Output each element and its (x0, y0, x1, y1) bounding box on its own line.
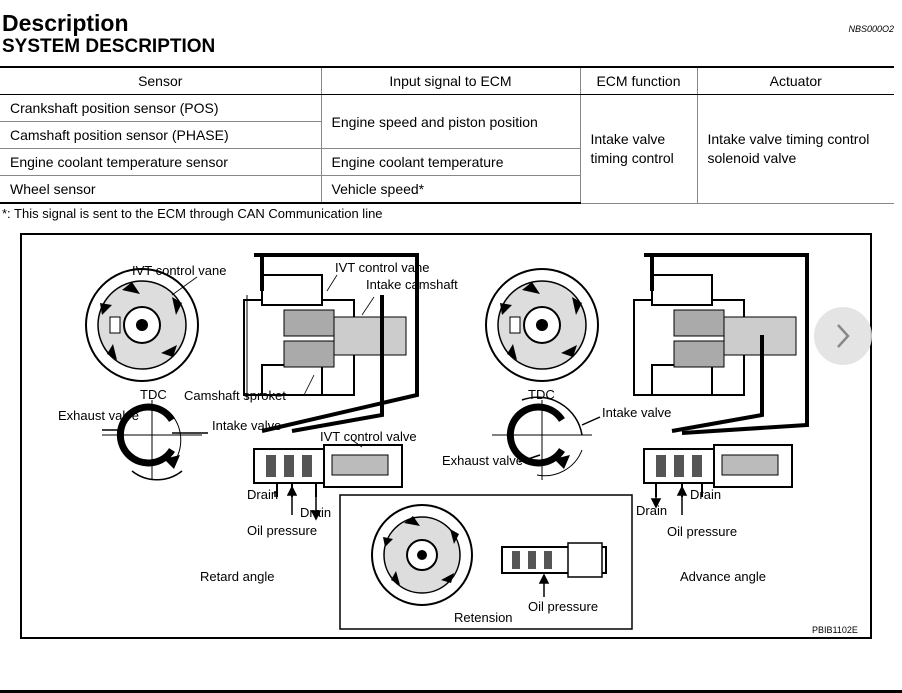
control-valve-right (643, 444, 793, 497)
flow-arrows (102, 416, 703, 597)
label-exhaust-valve-left: Exhaust valve (58, 408, 139, 423)
label-drain-1: Drain (247, 487, 278, 502)
table-row: Camshaft position sensor (PHASE) (0, 121, 894, 149)
label-drain-3: Drain (690, 487, 721, 502)
label-ivt-vane-left: IVT control vane (132, 263, 226, 278)
col-header-ecm-function: ECM function (579, 66, 698, 95)
chevron-right-icon (837, 324, 850, 348)
sensor-cell: Camshaft position sensor (PHASE) (0, 121, 321, 149)
label-intake-valve-left: Intake valve (212, 418, 281, 433)
label-tdc-left: TDC (140, 387, 167, 402)
table-row: Wheel sensor Vehicle speed* (0, 175, 894, 204)
ecm-function-cell: Intake valve timing control (579, 94, 698, 204)
label-exhaust-valve-right: Exhaust valve (442, 453, 523, 468)
label-advance-angle: Advance angle (680, 569, 766, 584)
label-ivt-vane-center: IVT control vane (335, 260, 429, 275)
signal-cell: Engine speed and piston position (320, 94, 581, 149)
label-ivt-control-valve: IVT control valve (320, 429, 417, 444)
label-oil-pressure-center: Oil pressure (528, 599, 598, 614)
next-image-button[interactable] (814, 307, 872, 365)
page-bottom-border (0, 690, 902, 693)
table-header-row: Sensor Input signal to ECM ECM function … (0, 66, 894, 95)
label-retard-angle: Retard angle (200, 569, 274, 584)
sensor-cell: Wheel sensor (0, 175, 322, 204)
col-header-actuator: Actuator (696, 66, 894, 95)
ivt-diagram: IVT control vane IVT control vane Intake… (20, 233, 872, 639)
timing-arc-right (492, 396, 592, 480)
label-intake-valve-right: Intake valve (602, 405, 671, 420)
col-header-sensor: Sensor (0, 66, 322, 95)
control-valve-left (253, 444, 403, 497)
label-retension: Retension (454, 610, 513, 625)
camshaft-section-right (633, 253, 809, 435)
system-table: Sensor Input signal to ECM ECM function … (0, 66, 894, 204)
table-row: Crankshaft position sensor (POS) Engine … (0, 94, 894, 204)
section-title: SYSTEM DESCRIPTION (2, 36, 216, 57)
label-drain-2: Drain (300, 505, 331, 520)
label-tdc-right: TDC (528, 387, 555, 402)
label-camshaft-sprocket: Camshaft sproket (184, 388, 286, 403)
camshaft-section-left (243, 253, 419, 433)
sensor-cell: Crankshaft position sensor (POS) (0, 94, 322, 122)
page-right-edge (894, 0, 902, 693)
signal-cell: Engine coolant temperature (320, 148, 580, 176)
timing-arc-left (102, 400, 202, 481)
label-intake-camshaft-text: Intake camshaft (366, 277, 458, 292)
footnote: *: This signal is sent to the ECM throug… (2, 206, 383, 221)
col-header-input-signal: Input signal to ECM (320, 66, 581, 95)
sensor-cell: Engine coolant temperature sensor (0, 148, 322, 176)
rotor-right-image (485, 268, 599, 382)
signal-cell: Vehicle speed* (320, 175, 580, 204)
label-drain-4: Drain (636, 503, 667, 518)
figure-code: PBIB1102E (812, 625, 858, 635)
ivt-diagram-svg: IVT control vane IVT control vane Intake… (58, 253, 858, 635)
retension-box (339, 494, 633, 630)
document-code: NBS000O2 (848, 24, 894, 34)
rotor-left-image (85, 268, 199, 382)
label-oil-pressure-right: Oil pressure (667, 524, 737, 539)
actuator-cell: Intake valve timing control solenoid val… (696, 94, 894, 204)
page-title: Description (2, 10, 129, 36)
leader-lines (171, 274, 375, 448)
label-oil-pressure-left: Oil pressure (247, 523, 317, 538)
label-intake-camshaft: Intake camshaft (366, 277, 458, 292)
table-row: Engine coolant temperature sensor Engine… (0, 148, 894, 176)
